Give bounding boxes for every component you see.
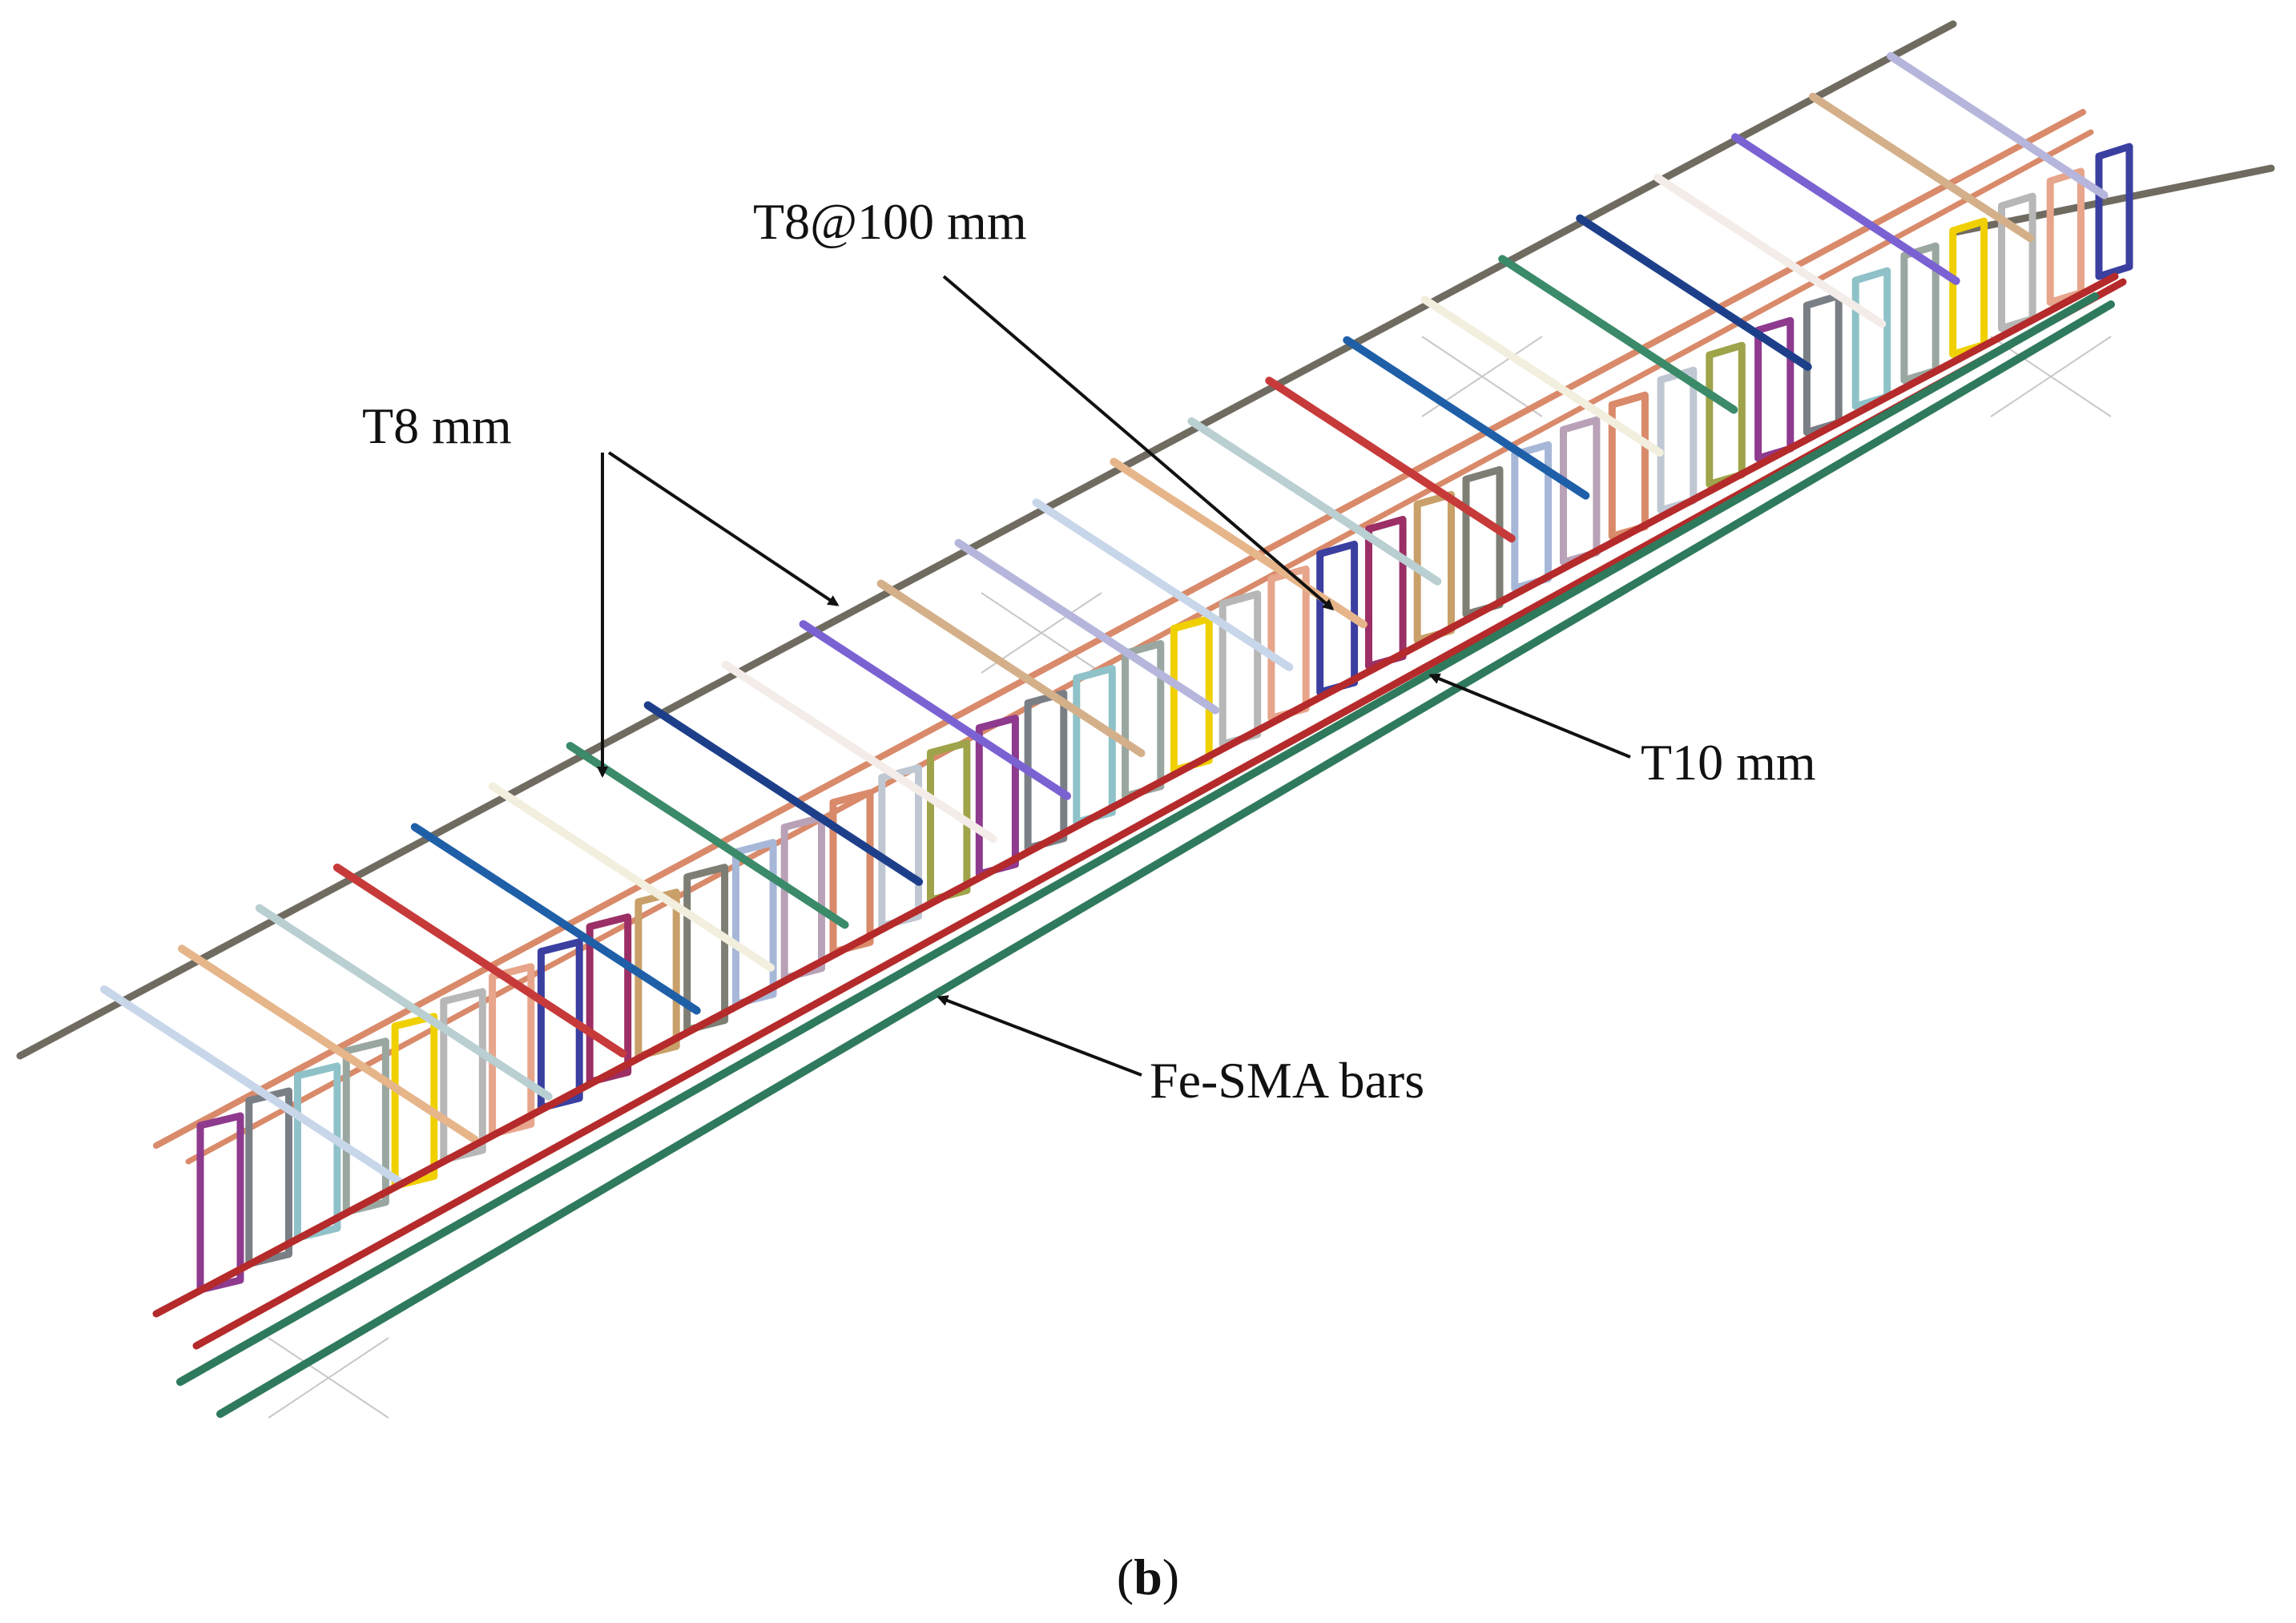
stirrup-3 (342, 1037, 389, 1216)
caption-open: ( (1116, 1548, 1134, 1605)
stirrup-8 (586, 913, 632, 1085)
transverse-bar-11 (954, 538, 1219, 715)
support-marks (268, 336, 2112, 1419)
stirrup-29 (1608, 391, 1649, 540)
transverse-bar-15 (1265, 377, 1516, 543)
arrow-t8-at-100 (942, 275, 1335, 610)
label-t8: T8 mm (362, 397, 512, 454)
transverse-bar-3 (332, 864, 627, 1058)
stirrup-36 (1949, 217, 1988, 358)
fe-sma-bar-1 (176, 292, 2099, 1386)
transverse-bar-14 (1187, 417, 1442, 586)
transverse-bar-8 (721, 660, 997, 844)
stirrup-26 (1462, 465, 1504, 618)
stirrup-2 (294, 1062, 341, 1242)
fe-sma-bar-2 (216, 300, 2115, 1418)
top-grey-bar (16, 20, 1957, 1060)
stirrup-34 (1851, 267, 1891, 410)
transverse-bar-5 (488, 782, 775, 972)
back-top-bar (153, 109, 2086, 1149)
label-t8-at-100: T8@100 mm (753, 193, 1027, 250)
transverse-bar-13 (1110, 457, 1368, 629)
stirrup-38 (2046, 167, 2085, 306)
stirrup-31 (1706, 341, 1746, 488)
stirrup-22 (1267, 565, 1310, 722)
stirrup-1 (245, 1087, 292, 1268)
stirrup-39 (2095, 143, 2133, 280)
support-mark-0-b (268, 1337, 389, 1419)
stirrup-0 (196, 1112, 244, 1294)
transverse-bar-2 (255, 904, 553, 1101)
caption-letter: b (1134, 1548, 1162, 1605)
transverse-bar-10 (876, 579, 1146, 758)
transverse-bar-7 (643, 701, 924, 886)
support-mark-3-b (1990, 336, 2112, 417)
caption-close: ) (1162, 1548, 1180, 1605)
label-fe-sma-bars: Fe-SMA bars (1150, 1052, 1425, 1109)
transverse-bar-4 (410, 823, 701, 1015)
stirrup-6 (489, 963, 535, 1138)
stirrup-30 (1657, 366, 1698, 514)
transverse-bar-21 (1731, 133, 1960, 285)
transverse-bar-19 (1576, 214, 1812, 371)
transverse-bar-0 (100, 985, 405, 1186)
stirrups (196, 143, 2133, 1294)
bottom-longitudinal-bars (152, 272, 2127, 1418)
transverse-bars (100, 52, 2109, 1186)
arrow-t8-top (607, 451, 840, 606)
stirrup-13 (829, 789, 874, 956)
transverse-bar-20 (1654, 174, 1887, 328)
transverse-bar-17 (1420, 295, 1664, 457)
stirrup-33 (1803, 292, 1843, 437)
arrow-fe-sma (937, 995, 1142, 1077)
transverse-bar-9 (799, 620, 1071, 800)
arrow-t10 (1428, 673, 1631, 759)
transverse-bar-16 (1343, 336, 1590, 500)
transverse-bar-22 (1809, 92, 2035, 243)
stirrup-14 (878, 764, 922, 930)
transverse-bar-23 (1887, 52, 2109, 199)
stirrup-21 (1218, 590, 1262, 748)
figure-caption: (b) (0, 1548, 2296, 1607)
transverse-bar-18 (1498, 255, 1738, 414)
transverse-bar-6 (566, 742, 849, 929)
stirrup-18 (1073, 665, 1116, 826)
stirrup-9 (634, 888, 680, 1060)
annotation-arrows (597, 275, 1631, 1077)
stirrup-10 (683, 864, 729, 1034)
t10-bar-1 (152, 272, 2119, 1318)
label-t10: T10 mm (1641, 734, 1816, 791)
transverse-bar-1 (178, 944, 479, 1144)
stirrup-4 (391, 1013, 438, 1190)
transverse-bar-12 (1032, 498, 1294, 671)
stirrup-5 (440, 988, 486, 1164)
